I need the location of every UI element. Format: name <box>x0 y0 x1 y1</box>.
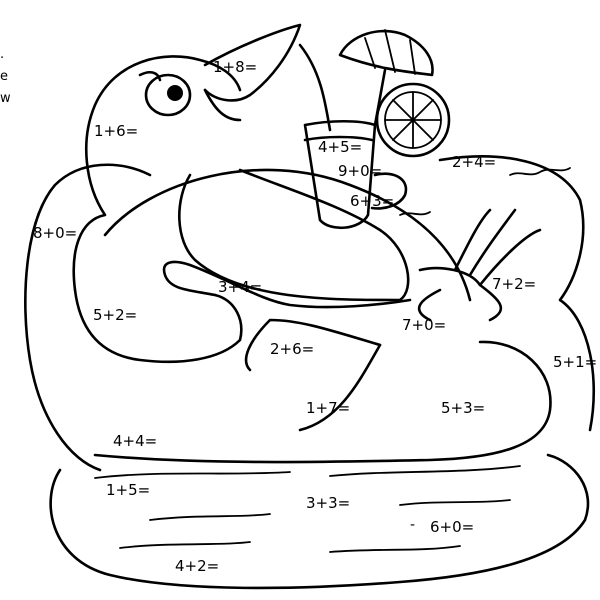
problem-label: 2+4= <box>452 153 497 171</box>
problem-label: 1+7= <box>306 399 351 417</box>
problem-label: 5+1= <box>553 353 598 371</box>
eye <box>144 73 192 117</box>
problem-label: 5+3= <box>441 399 486 417</box>
problem-label: 7+0= <box>402 316 447 334</box>
edge-letter: w <box>0 91 11 106</box>
cocktail-umbrella <box>338 29 434 77</box>
problem-label: 9+0= <box>338 162 383 180</box>
problem-label: 6+0= <box>430 518 475 536</box>
problem-label: 4+5= <box>318 138 363 156</box>
problem-label: 7+2= <box>492 275 537 293</box>
penguin-body <box>72 55 242 292</box>
problem-label: 1+8= <box>213 58 258 76</box>
problem-label: 6+3= <box>350 192 395 210</box>
problem-label: 1+6= <box>94 122 139 140</box>
dash-mark: - <box>410 517 416 533</box>
problem-label: 5+2= <box>93 306 138 324</box>
beak <box>203 23 302 102</box>
float-ring <box>24 163 152 472</box>
problem-label: 1+5= <box>106 481 151 499</box>
problem-label: 4+2= <box>175 557 220 575</box>
problem-label: 8+0= <box>33 224 78 242</box>
problem-label: 2+6= <box>270 340 315 358</box>
problem-label: 4+4= <box>113 432 158 450</box>
problem-label: 3+4= <box>218 278 263 296</box>
problem-label: 3+3= <box>306 494 351 512</box>
water-puddle <box>49 453 590 590</box>
edge-letter: e <box>0 69 8 84</box>
edge-letter: . <box>0 47 5 62</box>
